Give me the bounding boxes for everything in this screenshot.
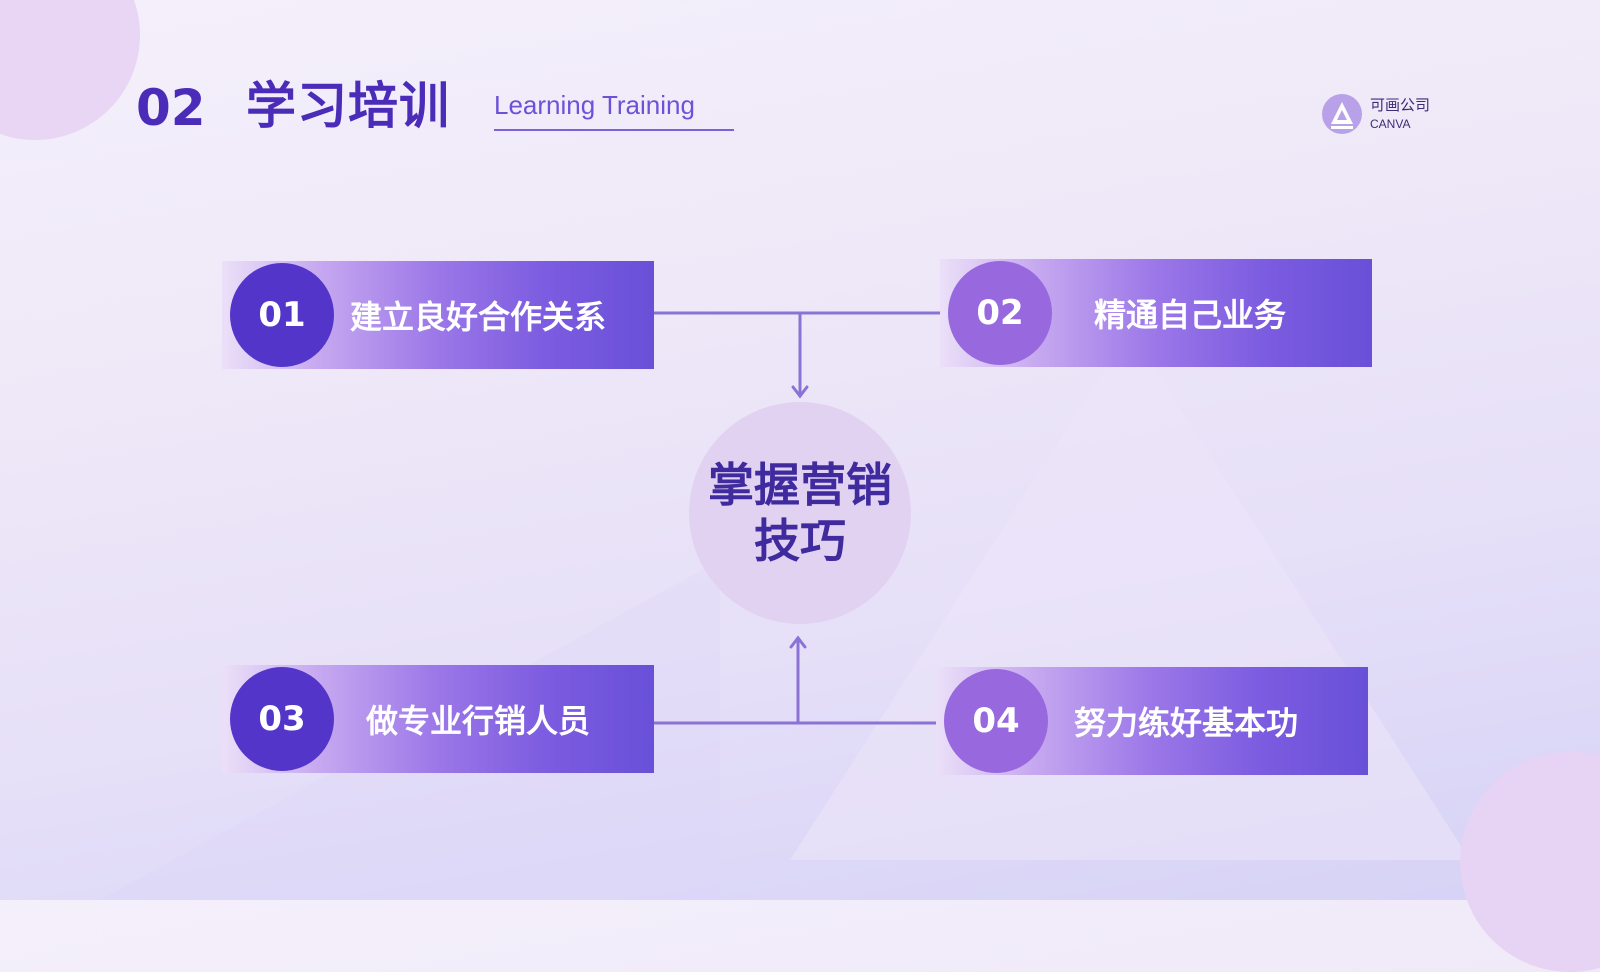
step-card-04: 04 努力练好基本功 (936, 667, 1368, 775)
step-card-03: 03 做专业行销人员 (222, 665, 654, 773)
center-goal-line-2: 技巧 (754, 514, 846, 568)
step-card-01: 01 建立良好合作关系 (222, 261, 654, 369)
step-label: 精通自己业务 (1094, 296, 1287, 334)
step-number-badge: 03 (230, 667, 334, 771)
arrow-up-head (789, 635, 807, 649)
logo-name-cn: 可画公司 (1370, 96, 1431, 114)
step-number-badge: 02 (948, 261, 1052, 365)
page-title: 学习培训 (246, 77, 450, 135)
step-number-badge: 01 (230, 263, 334, 367)
center-goal-circle: 掌握营销 技巧 (689, 402, 911, 624)
logo-name-en: CANVA (1370, 117, 1411, 131)
arrow-down-head (791, 385, 809, 399)
step-label: 建立良好合作关系 (350, 298, 607, 336)
connector-lines (652, 311, 942, 725)
step-card-02: 02 精通自己业务 (940, 259, 1372, 367)
center-goal-line-1: 掌握营销 (708, 458, 892, 512)
step-label: 做专业行销人员 (366, 702, 591, 740)
subtitle-underline (494, 129, 734, 131)
section-number: 02 (136, 79, 206, 137)
step-number-badge: 04 (944, 669, 1048, 773)
center-goal-label: 掌握营销 技巧 (700, 457, 900, 569)
page-subtitle: Learning Training (494, 90, 695, 120)
step-label: 努力练好基本功 (1074, 704, 1299, 742)
logo-icon (1322, 94, 1362, 134)
